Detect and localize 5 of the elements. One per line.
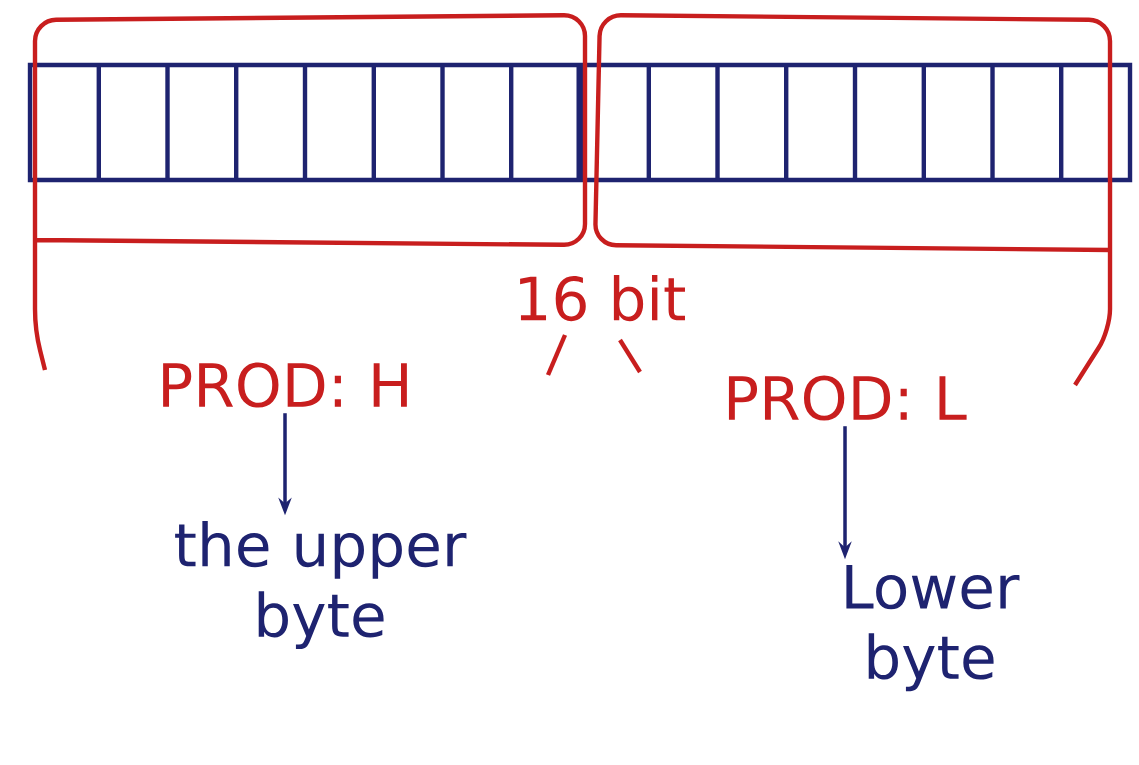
register-name: PROD: H — [163, 362, 407, 408]
description-text: the upper byte — [175, 520, 467, 650]
bit-width-label: 16 bit — [520, 274, 685, 322]
description-text: Lower byte — [846, 564, 1020, 692]
register-name: PROD: L — [728, 375, 967, 421]
